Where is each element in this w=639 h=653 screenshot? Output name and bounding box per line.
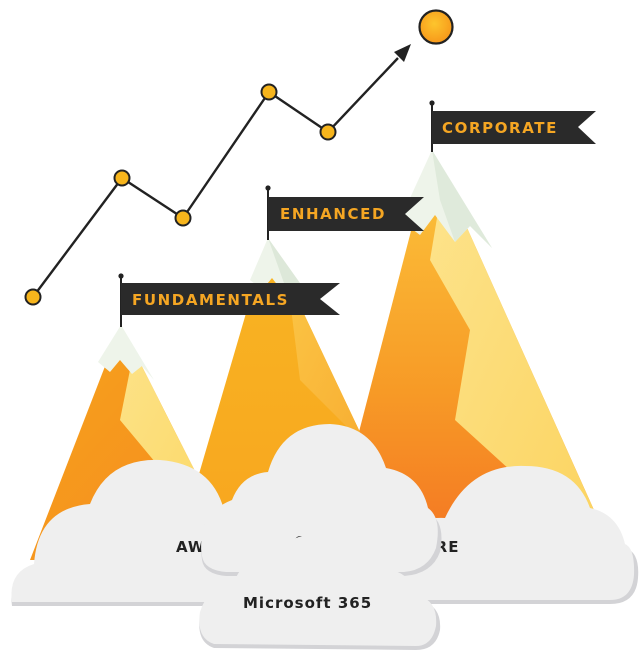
flag-enhanced-label: ENHANCED xyxy=(280,205,386,223)
flag-fundamentals-label: FUNDAMENTALS xyxy=(132,291,289,309)
flag-corporate: CORPORATE xyxy=(429,100,596,152)
cloud-microsoft-365-label: Microsoft 365 xyxy=(243,594,372,612)
line-marker xyxy=(24,288,42,306)
line-marker xyxy=(319,123,337,141)
growth-line xyxy=(24,44,411,306)
cloud-microsoft-365: Microsoft 365 xyxy=(199,533,441,650)
sun-icon xyxy=(418,9,454,45)
line-marker xyxy=(260,83,278,101)
line-marker xyxy=(113,169,131,187)
flag-fundamentals: FUNDAMENTALS xyxy=(118,273,340,327)
line-marker xyxy=(174,209,192,227)
flag-enhanced: ENHANCED xyxy=(265,185,424,240)
arrow-head-icon xyxy=(394,44,411,62)
flag-corporate-label: CORPORATE xyxy=(442,119,558,137)
